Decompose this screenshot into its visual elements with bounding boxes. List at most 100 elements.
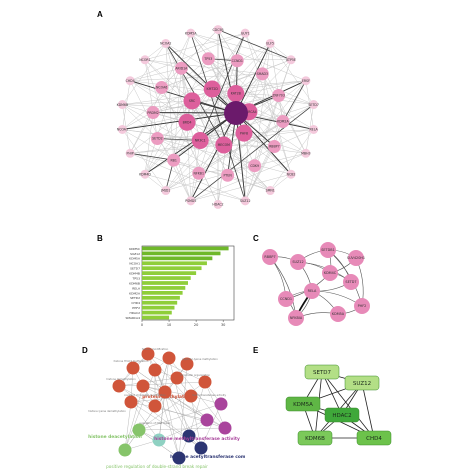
term-node (152, 433, 166, 447)
edge (144, 59, 193, 102)
network-node: HDAC2 (324, 407, 360, 423)
term-label: histone acetyltransferase complex (170, 454, 245, 460)
edge (158, 357, 170, 441)
node-circle (276, 114, 290, 128)
node-circle (150, 131, 164, 145)
node-circle (174, 61, 188, 75)
term-node (162, 351, 176, 365)
edge (235, 43, 271, 94)
edge (157, 138, 224, 146)
panel-label-d: D (82, 346, 88, 355)
node-label: ARID1A (175, 67, 188, 71)
edge (129, 80, 237, 114)
edge (208, 58, 284, 122)
node-circle (255, 67, 269, 81)
category-label: KDM6B (129, 281, 140, 285)
node-label: NCOR1 (139, 58, 150, 62)
edge (274, 129, 314, 147)
category-label: KDM2A (129, 291, 141, 295)
node-circle (140, 169, 150, 179)
network-node: KDM6B (297, 430, 333, 446)
node-label: KDM2A (277, 120, 289, 124)
node-label: KMT2D (207, 87, 219, 91)
edge (165, 43, 174, 161)
x-tick-label: 30 (221, 323, 225, 327)
edge (130, 73, 263, 81)
network-node: SETDB1 (320, 242, 336, 258)
edge (190, 32, 292, 61)
node-circle (265, 186, 275, 196)
edge (122, 129, 199, 174)
edge (181, 68, 188, 123)
edge (282, 80, 307, 122)
term-label: covalent chromatin modification (124, 393, 166, 397)
x-tick-label: 0 (141, 323, 143, 327)
network-node: NCOR1 (139, 55, 151, 65)
edge (124, 401, 132, 451)
network-node: RELA (304, 283, 320, 299)
network-node: GUY1 (240, 28, 250, 38)
node-label: NFKB1 (193, 171, 204, 175)
bar (142, 266, 202, 271)
node-label: SETD7 (345, 280, 356, 284)
term-node (112, 379, 126, 393)
node-circle (322, 265, 338, 281)
network-node: SMAD3 (255, 67, 269, 81)
node-circle (267, 139, 281, 153)
x-tick-label: 20 (194, 323, 198, 327)
node-circle (262, 249, 278, 265)
edge (244, 33, 292, 175)
node-circle (235, 124, 253, 142)
network-node: HDAC2 (212, 199, 224, 209)
edge (190, 104, 314, 202)
node-label: HDAC2 (332, 413, 351, 419)
category-label: HDAC2 (129, 311, 140, 315)
term-node (198, 375, 212, 389)
node-circle (272, 89, 286, 103)
node-label: SUZ12 (292, 260, 303, 264)
term-node (124, 395, 138, 409)
edge (118, 385, 156, 407)
term-node (148, 363, 162, 377)
network-node: NR3C1 (191, 132, 209, 150)
node-label: PHIP (127, 152, 134, 156)
edge (188, 381, 206, 437)
edge (158, 419, 208, 441)
edge (270, 43, 314, 105)
network-node: KDM4C (322, 265, 338, 281)
node-label: NFKBIA (290, 316, 303, 320)
edge (186, 73, 263, 123)
bar (142, 281, 188, 285)
network-node: PTEN (221, 168, 235, 182)
node-circle (155, 81, 169, 95)
edge (144, 59, 192, 201)
edge (190, 112, 237, 202)
node-label: SMAD3 (257, 72, 268, 76)
edge (154, 369, 190, 437)
network-node: CCND1 (230, 54, 244, 68)
term-label: methyltransferase activity (192, 393, 227, 397)
edge (217, 60, 238, 205)
node-circle (288, 310, 304, 326)
node-label: SUZ12 (353, 381, 371, 387)
network-node: NFKBIA (288, 310, 304, 326)
network-node: SMN1 (265, 186, 275, 196)
bar (142, 246, 229, 251)
category-label: SETD2 (130, 296, 140, 300)
term-node (214, 397, 228, 411)
edge (254, 43, 271, 166)
edge (254, 95, 279, 166)
network-node: JMJD1 (160, 186, 170, 196)
node-circle (348, 250, 364, 266)
network-node: BRD4 (178, 113, 196, 131)
edge (147, 353, 206, 383)
node-label: SETD2 (152, 137, 162, 141)
network-node: ELF5 (265, 38, 275, 48)
network-node: CHD4 (356, 430, 392, 446)
category-label: TP53 (132, 276, 141, 280)
edge (164, 391, 180, 459)
node-circle (201, 52, 215, 66)
edge (164, 391, 226, 429)
edge (161, 60, 238, 88)
edge (165, 43, 188, 123)
